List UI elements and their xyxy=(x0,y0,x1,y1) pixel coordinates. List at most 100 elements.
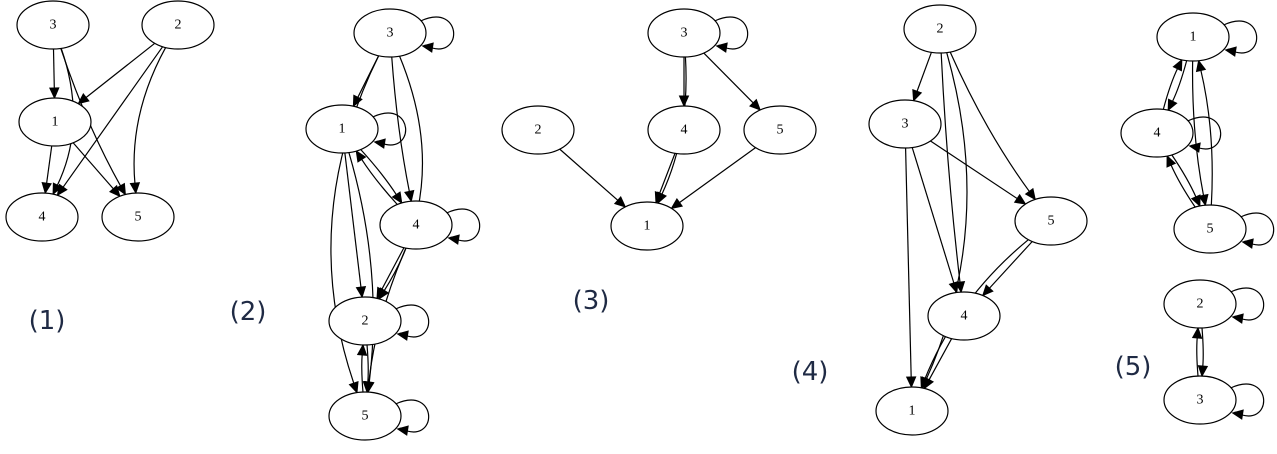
arrow-head-4-to-1 xyxy=(654,191,665,204)
arrow-head-2-to-5 xyxy=(1024,187,1036,201)
arrow-head-5-to-1 xyxy=(670,197,684,210)
edge-1-to-5 xyxy=(72,142,121,198)
node-ellipse xyxy=(1173,204,1247,254)
edge-line-4-to-4 xyxy=(446,208,481,242)
graph-1-node-2: 2 xyxy=(141,0,215,50)
edge-line-3-to-1 xyxy=(52,48,55,90)
panel-label-4: (4) xyxy=(792,357,829,387)
edge-1-to-1 xyxy=(1223,20,1258,57)
node-ellipse xyxy=(141,0,215,50)
arrow-head-4-to-5 xyxy=(1190,194,1201,208)
edge-3-to-5 xyxy=(930,140,1027,205)
arrow-head-4-to-4 xyxy=(447,234,460,245)
graph-1-node-5: 5 xyxy=(101,192,175,242)
edge-line-3-to-5 xyxy=(330,55,380,385)
arrow-head-4-to-1 xyxy=(923,376,935,390)
edge-2-to-1 xyxy=(559,148,627,208)
edge-line-1-to-4 xyxy=(360,149,398,196)
edge-line-4-to-5 xyxy=(1171,154,1197,198)
edge-5-to-4 xyxy=(1166,154,1196,208)
node-ellipse xyxy=(868,99,942,149)
edge-line-3-to-4 xyxy=(911,147,955,285)
edge-4-to-1 xyxy=(923,338,953,390)
edge-line-4-to-1 xyxy=(658,153,676,195)
edge-line-4-to-2 xyxy=(380,247,405,291)
edge-line-4-to-1 xyxy=(360,158,398,205)
graph-3-node-3: 3 xyxy=(647,8,721,58)
edge-line-2-to-4 xyxy=(940,52,961,284)
graph-4-node-3: 3 xyxy=(868,99,942,149)
edge-3-to-1 xyxy=(904,147,917,389)
panel-label-2: (2) xyxy=(230,297,267,327)
edge-line-2-to-5 xyxy=(366,344,369,384)
node-ellipse xyxy=(501,105,575,155)
node-ellipse xyxy=(610,201,684,251)
node-label: 1 xyxy=(52,115,59,130)
node-label: 2 xyxy=(937,22,944,37)
arrow-head-2-to-2 xyxy=(396,330,409,341)
arrow-head-2-to-1 xyxy=(77,93,90,105)
graph-1-node-3: 3 xyxy=(16,0,90,50)
edge-1-to-1 xyxy=(372,112,407,149)
node-ellipse xyxy=(1120,108,1194,158)
graph-2-node-5: 5 xyxy=(328,391,402,441)
arrow-head-2-to-1 xyxy=(613,195,627,208)
node-ellipse xyxy=(101,192,175,242)
edge-2-to-2 xyxy=(395,304,430,341)
node-label: 4 xyxy=(39,210,46,225)
arrow-head-5-to-4 xyxy=(981,284,994,297)
arrow-head-3-to-5 xyxy=(348,380,359,394)
arrow-head-2-to-4 xyxy=(56,183,68,197)
node-ellipse xyxy=(903,4,977,54)
node-label: 3 xyxy=(387,26,394,41)
arrow-head-1-to-4 xyxy=(1167,98,1178,112)
node-ellipse xyxy=(5,192,79,242)
edge-line-4-to-4 xyxy=(1187,116,1222,150)
edge-2-to-5 xyxy=(362,344,374,394)
graph-4-node-4: 4 xyxy=(927,291,1001,341)
arrow-head-3-to-3 xyxy=(1231,409,1244,420)
edge-4-to-2 xyxy=(376,247,405,300)
edge-3-to-2 xyxy=(378,55,424,300)
edge-3-to-3 xyxy=(1230,383,1265,420)
arrow-head-3-to-3 xyxy=(715,42,728,53)
node-ellipse xyxy=(1163,375,1237,425)
graph-1-edges xyxy=(41,42,167,198)
edge-line-2-to-2 xyxy=(395,304,430,338)
edge-line-4-to-1 xyxy=(1162,67,1179,110)
panel-labels-layer: (1) (2) (3) (4) (5) xyxy=(29,286,1152,387)
arrow-head-2-to-5 xyxy=(362,381,374,394)
edge-3-to-4 xyxy=(391,56,415,203)
edge-3-to-1 xyxy=(49,48,60,100)
arrow-head-5-to-2 xyxy=(356,343,368,356)
node-label: 1 xyxy=(644,219,651,234)
node-label: 5 xyxy=(777,123,784,138)
edge-1-to-4 xyxy=(360,149,403,204)
arrow-head-3-to-1 xyxy=(905,376,917,389)
edge-line-2-to-4 xyxy=(62,46,164,189)
arrow-head-4-to-1 xyxy=(1172,58,1183,72)
panel-label-3: (3) xyxy=(573,286,610,316)
graph-5-node-5: 5 xyxy=(1173,204,1247,254)
edge-line-1-to-5 xyxy=(348,152,374,384)
graph-1-node-4: 4 xyxy=(5,192,79,242)
edge-1-to-5 xyxy=(348,152,375,394)
panel-label-1: (1) xyxy=(29,306,66,336)
edge-line-3-to-3 xyxy=(420,16,455,50)
edge-3-to-5 xyxy=(703,52,762,111)
edge-3-to-2 xyxy=(1191,326,1203,377)
edge-line-3-to-3 xyxy=(714,16,749,50)
edge-1-to-5 xyxy=(1191,60,1209,207)
edge-line-1-to-1 xyxy=(372,112,407,146)
arrow-head-5-to-5 xyxy=(396,425,409,436)
edge-line-3-to-2 xyxy=(1196,336,1199,377)
graph-5-node-1: 1 xyxy=(1156,12,1230,62)
graph-5-node-4: 4 xyxy=(1120,108,1194,158)
graph-2-edges xyxy=(330,16,481,436)
arrow-head-2-to-3 xyxy=(912,89,923,102)
arrow-head-4-to-2 xyxy=(376,286,387,300)
edge-line-2-to-2 xyxy=(1230,287,1265,321)
